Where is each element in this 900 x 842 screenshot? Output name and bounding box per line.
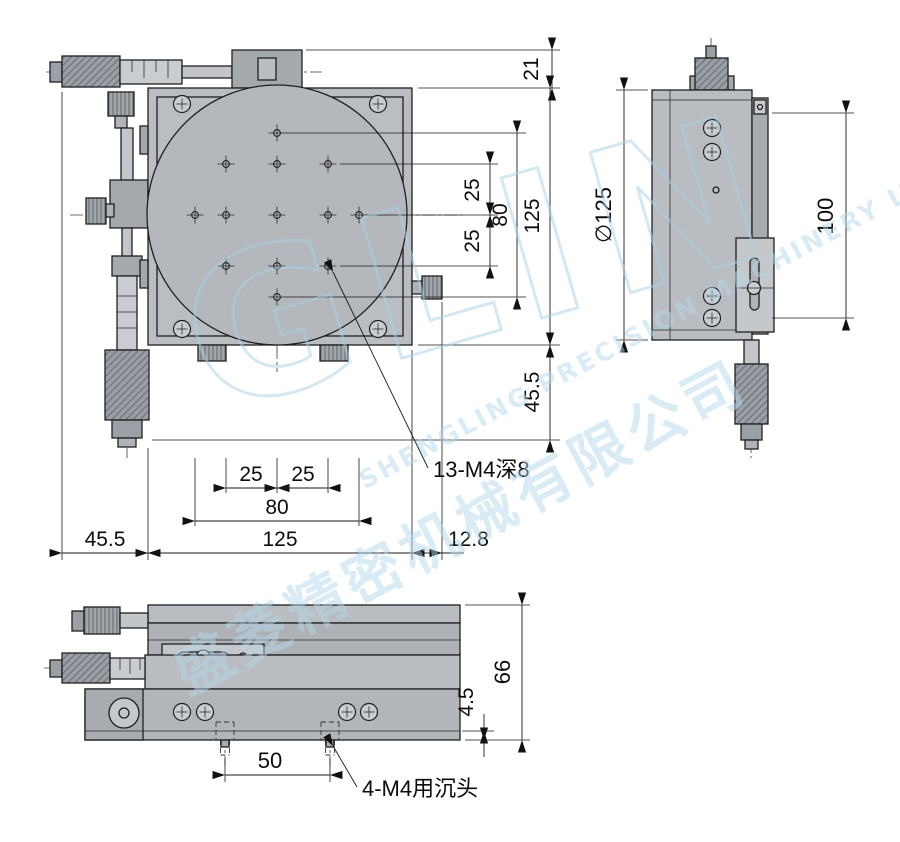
dim-text-125-bottom: 125 xyxy=(262,528,297,551)
dim-80-right: 80 xyxy=(285,120,526,310)
dim-text-45-5-right: 45.5 xyxy=(521,372,544,413)
dim-text-66: 66 xyxy=(490,660,515,684)
dim-text-21: 21 xyxy=(520,57,543,80)
dim-text-25-bottom-left: 25 xyxy=(239,463,262,486)
dim-text-125-right: 125 xyxy=(521,198,544,233)
counterbore-screw-left xyxy=(215,721,235,756)
dim-25-right: 25 25 xyxy=(340,151,498,279)
dim-text-50: 50 xyxy=(258,748,282,773)
dim-text-80-bottom: 80 xyxy=(265,496,288,519)
bearing-circle xyxy=(108,697,140,729)
hole-callout-text: 13-M4深8 xyxy=(433,457,530,482)
screw-icon xyxy=(337,702,357,722)
screw-icon xyxy=(359,702,379,722)
dim-text-80-right: 80 xyxy=(489,203,512,226)
screw-icon xyxy=(195,702,215,722)
dim-80-bottom: 80 xyxy=(182,458,372,526)
screw-icon xyxy=(172,702,192,722)
dim-45-5-bottom: 45.5 xyxy=(49,92,161,560)
screw-callout-text: 4-M4用沉头 xyxy=(362,776,478,801)
dim-text-100: 100 xyxy=(813,198,838,235)
dim-25-25-bottom: 25 25 xyxy=(213,458,341,493)
top-micrometer xyxy=(49,49,303,89)
bottom-clamp-right xyxy=(319,344,349,362)
side-top-micrometer xyxy=(689,45,735,91)
dim-text-12-8: 12.8 xyxy=(448,528,489,551)
screw-icon xyxy=(172,94,192,114)
dim-text-25-right-lower: 25 xyxy=(461,229,484,252)
dim-125-bottom: 125 xyxy=(135,350,425,560)
screw-callout: 4-M4用沉头 xyxy=(323,733,478,801)
side-body xyxy=(651,89,775,341)
clamp-knob-upper xyxy=(107,91,135,129)
dim-45-5-right: 45.5 xyxy=(152,332,560,453)
bottom-clamp-left xyxy=(197,344,227,362)
screw-icon xyxy=(368,94,388,114)
top-view: 21 25 25 80 125 45.5 xyxy=(46,37,560,560)
dim-100: 100 xyxy=(772,100,854,331)
front-base-plate xyxy=(84,688,461,741)
dim-text-25-right-upper: 25 xyxy=(461,178,484,201)
hole-callout: 13-M4深8 xyxy=(323,258,530,482)
dim-66: 66 xyxy=(465,592,530,753)
side-view: ∅125 100 xyxy=(591,38,854,458)
dim-12-8: 12.8 xyxy=(394,302,489,560)
side-bottom-micrometer xyxy=(734,339,769,450)
front-view: 66 4.5 50 4-M4用沉头 xyxy=(44,592,530,801)
dim-text-4-5: 4.5 xyxy=(455,687,478,716)
left-micrometer xyxy=(85,127,150,448)
dim-text-45-5-bottom: 45.5 xyxy=(85,528,126,551)
clamp-knob-right xyxy=(411,275,443,300)
dim-diameter-125: ∅125 xyxy=(591,77,648,353)
dim-text-diameter: ∅125 xyxy=(591,187,616,243)
dim-4-5: 4.5 xyxy=(455,687,494,757)
dim-text-25-bottom-right: 25 xyxy=(291,463,314,486)
dim-21: 21 xyxy=(306,37,560,101)
dim-50: 50 xyxy=(212,748,343,782)
